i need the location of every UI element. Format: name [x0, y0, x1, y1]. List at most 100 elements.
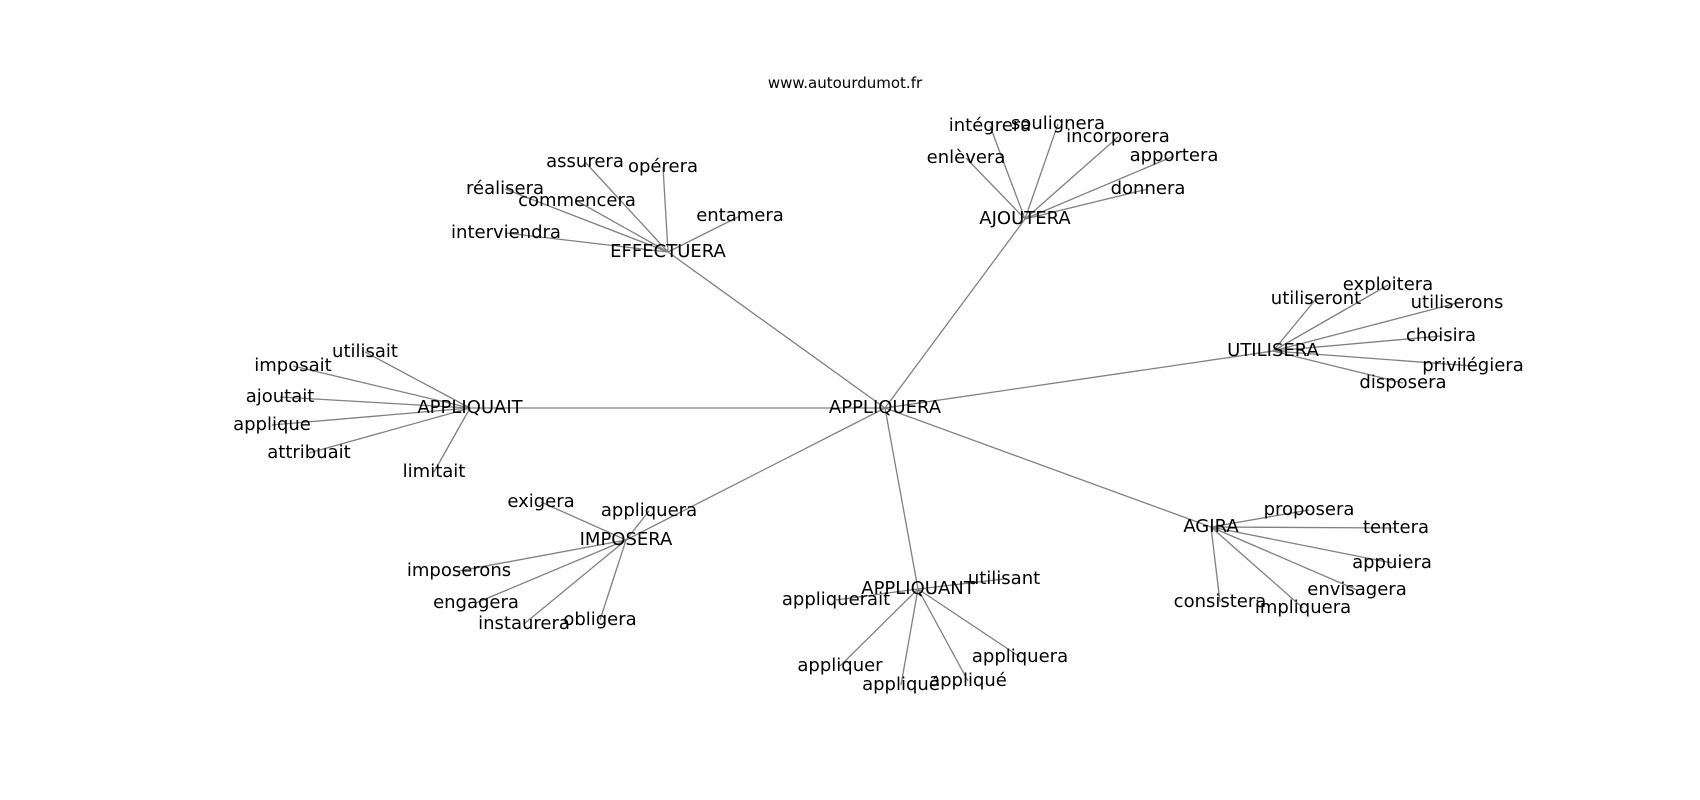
edge-center-to-hub	[884, 407, 1212, 528]
leaf-node-label: privilégiera	[1422, 355, 1524, 376]
edge-hub-to-leaf	[271, 407, 471, 426]
leaf-node-label: opérera	[628, 156, 698, 177]
leaf-node-label: imposerons	[407, 560, 511, 581]
edge-hub-to-leaf	[667, 215, 741, 253]
edge-hub-to-leaf	[1024, 188, 1149, 220]
leaf-node-label: utilisant	[968, 568, 1040, 589]
edge-hub-to-leaf	[523, 539, 627, 625]
edge-hub-to-leaf	[1272, 350, 1404, 384]
edge-center-to-hub	[884, 350, 1274, 409]
leaf-node-label: obligera	[563, 609, 636, 630]
leaf-node-label: exigera	[507, 491, 574, 512]
leaf-node-label: imposait	[254, 355, 331, 376]
leaf-node-label: consistera	[1174, 591, 1267, 612]
leaf-node-label: appliquera	[601, 500, 697, 521]
leaf-node-label: incorporera	[1066, 126, 1170, 147]
leaf-node-label: appliquerait	[782, 589, 890, 610]
edge-hub-to-leaf	[839, 588, 919, 667]
leaf-node-label: enlèvera	[927, 147, 1006, 168]
edge-hub-to-leaf	[1024, 136, 1119, 220]
edge-hub-to-leaf	[584, 161, 669, 253]
leaf-node-label: exploitera	[1343, 274, 1433, 295]
edge-hub-to-leaf	[475, 539, 627, 604]
edge-hub-to-leaf	[364, 351, 471, 409]
leaf-node-label: intégrera	[949, 115, 1031, 136]
edge-hub-to-leaf	[835, 588, 919, 601]
edge-center-to-hub	[625, 407, 886, 541]
edge-hub-to-leaf	[433, 407, 471, 473]
edge-hub-to-leaf	[308, 407, 471, 454]
leaf-node-label: proposera	[1264, 499, 1355, 520]
leaf-node-label: limitait	[403, 461, 466, 482]
edge-hub-to-leaf	[989, 125, 1026, 220]
leaf-node-label: ajoutait	[246, 386, 315, 407]
leaf-node-label: réalisera	[466, 178, 544, 199]
edge-hub-to-leaf	[917, 578, 1005, 590]
edge-layer	[271, 123, 1474, 686]
edge-hub-to-leaf	[625, 510, 650, 541]
edge-hub-to-leaf	[917, 588, 969, 682]
leaf-node-label: appliquer	[797, 655, 883, 676]
edge-hub-to-leaf	[1210, 526, 1358, 591]
leaf-node-label: utilisait	[332, 341, 398, 362]
edge-hub-to-leaf	[1210, 526, 1221, 603]
leaf-node-label: envisagera	[1307, 579, 1406, 600]
edge-hub-to-leaf	[1272, 284, 1389, 352]
edge-center-to-hub	[884, 407, 919, 590]
leaf-node-label: appliqué	[929, 670, 1007, 691]
edge-hub-to-leaf	[965, 157, 1026, 220]
center-node-label: APPLIQUERA	[829, 397, 942, 418]
hub-node-label: IMPOSERA	[580, 529, 673, 550]
leaf-node-label: donnera	[1111, 178, 1186, 199]
site-url: www.autourdumot.fr	[768, 74, 923, 92]
edge-hub-to-leaf	[1210, 509, 1310, 528]
leaf-node-label: appliqué	[862, 674, 940, 695]
edge-hub-to-leaf	[1210, 526, 1304, 609]
leaf-node-label: applique	[233, 414, 311, 435]
edge-hub-to-leaf	[900, 588, 919, 686]
hub-node-label: EFFECTUERA	[610, 241, 726, 262]
hub-node-label: AJOUTERA	[979, 208, 1071, 229]
edge-hub-to-leaf	[1272, 350, 1474, 367]
edge-center-to-hub	[884, 218, 1026, 409]
leaf-node-label: attribuait	[267, 442, 350, 463]
leaf-node-label: impliquera	[1255, 597, 1351, 618]
leaf-node-label: commencera	[518, 190, 636, 211]
leaf-node-label: assurera	[546, 151, 624, 172]
hub-node-label: APPLIQUANT	[861, 578, 975, 599]
leaf-node-label: disposera	[1359, 372, 1446, 393]
edge-hub-to-leaf	[1024, 123, 1059, 220]
edge-hub-to-leaf	[1272, 298, 1317, 352]
leaf-node-label: instaurera	[478, 613, 570, 634]
leaf-node-label: apportera	[1130, 145, 1219, 166]
leaf-node-label: choisira	[1406, 325, 1476, 346]
edge-hub-to-leaf	[1272, 302, 1458, 352]
leaf-node-label: appliquera	[972, 646, 1068, 667]
hub-node-label: APPLIQUAIT	[417, 397, 523, 418]
leaf-node-label: utiliseront	[1271, 288, 1361, 309]
leaf-node-label: soulignera	[1011, 113, 1105, 134]
edge-hub-to-leaf	[458, 539, 627, 572]
edge-hub-to-leaf	[1024, 155, 1175, 220]
edge-hub-to-leaf	[917, 588, 1021, 658]
leaf-node-label: interviendra	[451, 222, 561, 243]
hub-node-label: UTILISERA	[1227, 340, 1319, 361]
leaf-node-label: engagera	[433, 592, 519, 613]
edge-center-to-hub	[667, 251, 886, 409]
edge-hub-to-leaf	[279, 396, 471, 409]
hub-node-label: AGIRA	[1183, 516, 1239, 537]
edge-hub-to-leaf	[1210, 526, 1397, 529]
leaf-node-label: utiliserons	[1411, 292, 1504, 313]
edge-hub-to-leaf	[576, 200, 669, 253]
edge-hub-to-leaf	[292, 365, 471, 409]
leaf-node-label: appuiera	[1352, 552, 1432, 573]
edge-hub-to-leaf	[540, 501, 627, 541]
edge-hub-to-leaf	[599, 539, 627, 621]
edge-hub-to-leaf	[1210, 526, 1393, 564]
leaf-node-label: tentera	[1363, 517, 1429, 538]
edge-hub-to-leaf	[662, 166, 669, 253]
edge-hub-to-leaf	[505, 232, 669, 253]
leaf-node-label: entamera	[696, 205, 784, 226]
